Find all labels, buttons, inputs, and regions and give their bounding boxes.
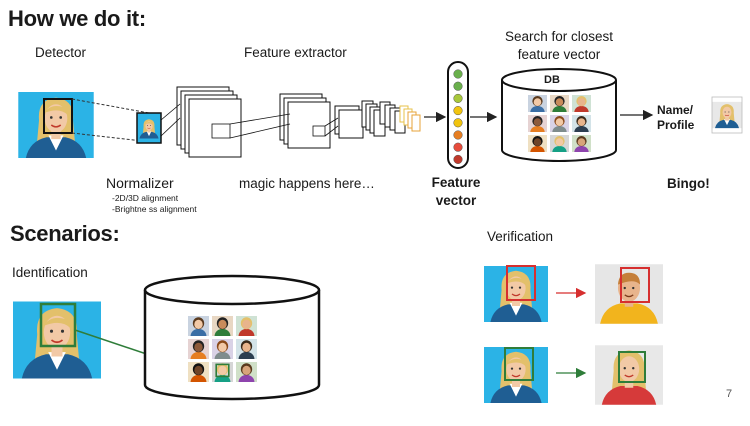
name-label-line1: Name/: [657, 103, 694, 117]
identification-photo: [13, 300, 101, 380]
magic-label: magic happens here…: [239, 176, 375, 191]
db-face-tile: [212, 316, 233, 336]
db-face-tile: [528, 95, 547, 112]
bingo-label: Bingo!: [667, 176, 710, 191]
cnn-connections: [160, 103, 339, 139]
db-face-tile: [550, 115, 569, 132]
vector-dot: [453, 142, 463, 152]
vector-dot: [453, 118, 463, 128]
db-label: DB: [544, 74, 560, 86]
slide-title: How we do it:: [8, 6, 146, 31]
db-face-tile: [236, 339, 257, 359]
db-face-tile: [550, 135, 569, 152]
vector-dot: [453, 130, 463, 140]
vector-dot: [453, 69, 463, 79]
db-face-tile: [528, 135, 547, 152]
scenarios-title: Scenarios:: [10, 221, 120, 246]
search-label-line2: feature vector: [517, 47, 601, 62]
detector-label: Detector: [35, 45, 87, 60]
identification-label: Identification: [12, 265, 88, 280]
db-face-tile: [572, 95, 591, 112]
db-face-tile: [188, 316, 209, 336]
db-face-tile: [212, 362, 233, 382]
normalizer-note-2: -Brightne ss alignment: [112, 204, 197, 214]
page-number: 7: [726, 388, 733, 400]
detector-photo: [17, 92, 95, 158]
db-face-tile: [572, 115, 591, 132]
db-face-tile: [550, 95, 569, 112]
feature-extractor-label: Feature extractor: [244, 45, 347, 60]
vector-dot: [453, 93, 463, 103]
vector-dot: [453, 154, 463, 164]
cnn-layers: [176, 86, 421, 158]
db-face-tile: [212, 339, 233, 359]
feature-vector-label-line2: vector: [435, 193, 477, 208]
db-face-tile: [236, 316, 257, 336]
db-face-tile: [188, 362, 209, 382]
db-face-tile: [236, 362, 257, 382]
search-label-line1: Search for closest: [504, 29, 614, 44]
normalized-face: [136, 112, 162, 144]
vector-dot: [453, 106, 463, 116]
feature-vector-label-line1: Feature: [431, 175, 481, 190]
verification-pair-mismatch: [484, 263, 663, 325]
db-face-tile: [188, 339, 209, 359]
normalizer-note-1: -2D/3D alignment: [112, 193, 179, 203]
feature-vector: [447, 61, 469, 169]
verification-pair-match: [484, 344, 663, 406]
db-face-grid: [528, 95, 591, 152]
db-face-grid-large: [188, 316, 257, 382]
db-face-tile: [528, 115, 547, 132]
profile-photo: [711, 96, 743, 134]
normalizer-label: Normalizer: [106, 175, 174, 191]
name-label-line2: Profile: [657, 118, 695, 132]
vector-dot: [453, 81, 463, 91]
db-face-tile: [572, 135, 591, 152]
verification-label: Verification: [487, 229, 554, 244]
